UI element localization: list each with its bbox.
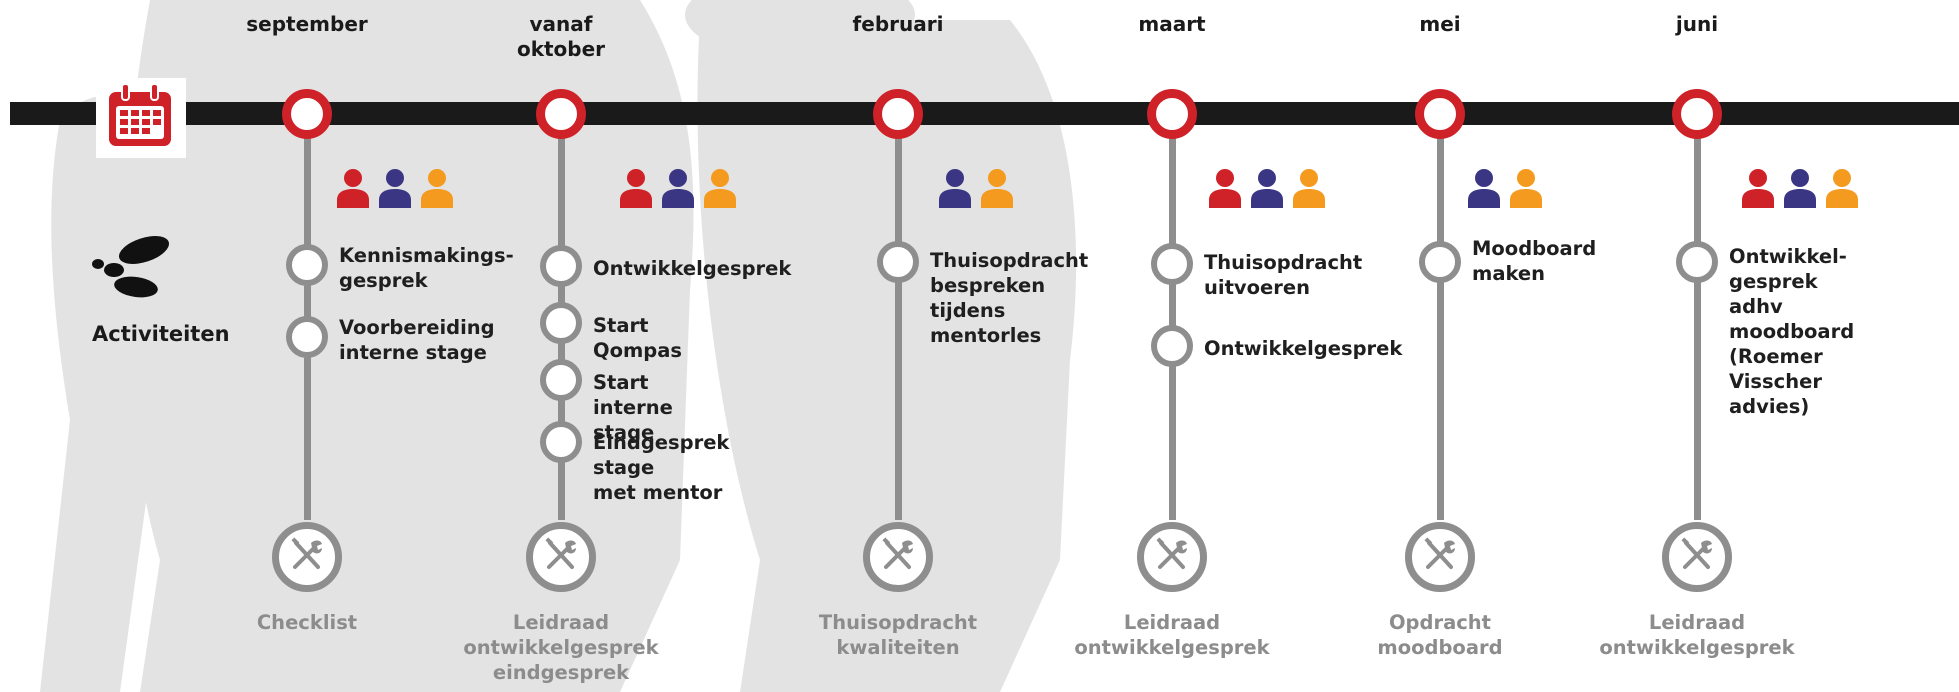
tool-label: Leidraad ontwikkelgesprek bbox=[1599, 611, 1795, 659]
participants-group bbox=[1466, 168, 1544, 208]
person-icon-orange bbox=[1508, 168, 1544, 208]
month-label: vanaf oktober bbox=[516, 12, 606, 61]
milestone-node bbox=[873, 89, 923, 139]
person-icon-orange bbox=[702, 168, 738, 208]
timeline-stem bbox=[894, 120, 902, 520]
activity-node bbox=[1151, 325, 1193, 367]
tool-label: Thuisopdracht kwaliteiten bbox=[818, 611, 978, 659]
person-icon-orange bbox=[1824, 168, 1860, 208]
participants-group bbox=[335, 168, 455, 208]
person-icon-red bbox=[618, 168, 654, 208]
tools-icon bbox=[541, 535, 581, 579]
activity-label: Eindgesprek stage met mentor bbox=[593, 431, 730, 504]
participants-group bbox=[1740, 168, 1860, 208]
tool-node bbox=[272, 522, 342, 592]
person-icon-red bbox=[1207, 168, 1243, 208]
activity-node bbox=[1151, 243, 1193, 285]
tool-node bbox=[1405, 522, 1475, 592]
month-label: september bbox=[246, 12, 368, 36]
activity-node bbox=[540, 302, 582, 344]
person-icon-orange bbox=[1291, 168, 1327, 208]
activity-node bbox=[540, 245, 582, 287]
tool-label: Leidraad ontwikkelgesprek bbox=[1074, 611, 1270, 659]
person-icon-purple bbox=[1782, 168, 1818, 208]
timeline-stem bbox=[1168, 120, 1176, 520]
activity-label: Voorbereiding interne stage bbox=[339, 316, 495, 364]
person-icon-purple bbox=[660, 168, 696, 208]
tool-node bbox=[526, 522, 596, 592]
tool-node bbox=[863, 522, 933, 592]
people-silhouettes bbox=[40, 0, 1077, 692]
month-label: maart bbox=[1138, 12, 1206, 36]
activity-node bbox=[286, 316, 328, 358]
person-icon-purple bbox=[937, 168, 973, 208]
person-icon-purple bbox=[1466, 168, 1502, 208]
activity-label: Thuisopdracht uitvoeren bbox=[1204, 251, 1363, 299]
participants-group bbox=[937, 168, 1015, 208]
milestone-node bbox=[536, 89, 586, 139]
activity-label: Kennismakings- gesprek bbox=[339, 244, 514, 292]
activity-node bbox=[1419, 241, 1461, 283]
month-label: mei bbox=[1419, 12, 1461, 36]
tools-icon bbox=[1420, 535, 1460, 579]
activity-node bbox=[286, 244, 328, 286]
activity-label: Thuisopdracht bespreken tijdens mentorle… bbox=[930, 249, 1089, 347]
tools-icon bbox=[287, 535, 327, 579]
activity-node bbox=[1676, 241, 1718, 283]
tools-icon bbox=[1677, 535, 1717, 579]
activity-label: Start Qompas bbox=[593, 314, 683, 362]
tool-label: Opdracht moodboard bbox=[1377, 611, 1503, 659]
milestone-node bbox=[282, 89, 332, 139]
activity-label: Moodboard maken bbox=[1472, 237, 1597, 285]
milestone-node bbox=[1415, 89, 1465, 139]
calendar-badge bbox=[96, 78, 186, 158]
milestone-node bbox=[1147, 89, 1197, 139]
calendar-icon bbox=[109, 83, 171, 146]
timeline-stem bbox=[1693, 120, 1701, 520]
tools-icon bbox=[1152, 535, 1192, 579]
participants-group bbox=[1207, 168, 1327, 208]
tools-icon bbox=[878, 535, 918, 579]
participants-group bbox=[618, 168, 738, 208]
person-icon-purple bbox=[377, 168, 413, 208]
tool-label: Checklist bbox=[256, 611, 358, 634]
activities-label: Activiteiten bbox=[92, 322, 230, 346]
activity-label: Ontwikkel- gesprek adhv moodboard (Roeme… bbox=[1729, 245, 1855, 418]
person-icon-red bbox=[335, 168, 371, 208]
person-icon-purple bbox=[1249, 168, 1285, 208]
timeline-stem bbox=[1436, 120, 1444, 520]
milestone-node bbox=[1672, 89, 1722, 139]
tool-node bbox=[1137, 522, 1207, 592]
person-icon-red bbox=[1740, 168, 1776, 208]
tool-node bbox=[1662, 522, 1732, 592]
person-icon-orange bbox=[419, 168, 455, 208]
activity-node bbox=[540, 359, 582, 401]
activity-label: Ontwikkelgesprek bbox=[1204, 337, 1403, 360]
tool-label: Leidraad ontwikkelgesprek eindgesprek bbox=[463, 611, 659, 684]
footprints-icon bbox=[92, 236, 170, 298]
activity-label: Ontwikkelgesprek bbox=[593, 257, 792, 280]
activity-node bbox=[540, 421, 582, 463]
month-label: juni bbox=[1675, 12, 1719, 36]
activity-label: Start interne stage bbox=[593, 371, 673, 444]
timeline-track bbox=[10, 102, 1959, 125]
activity-node bbox=[877, 241, 919, 283]
person-icon-orange bbox=[979, 168, 1015, 208]
month-label: februari bbox=[852, 12, 944, 36]
